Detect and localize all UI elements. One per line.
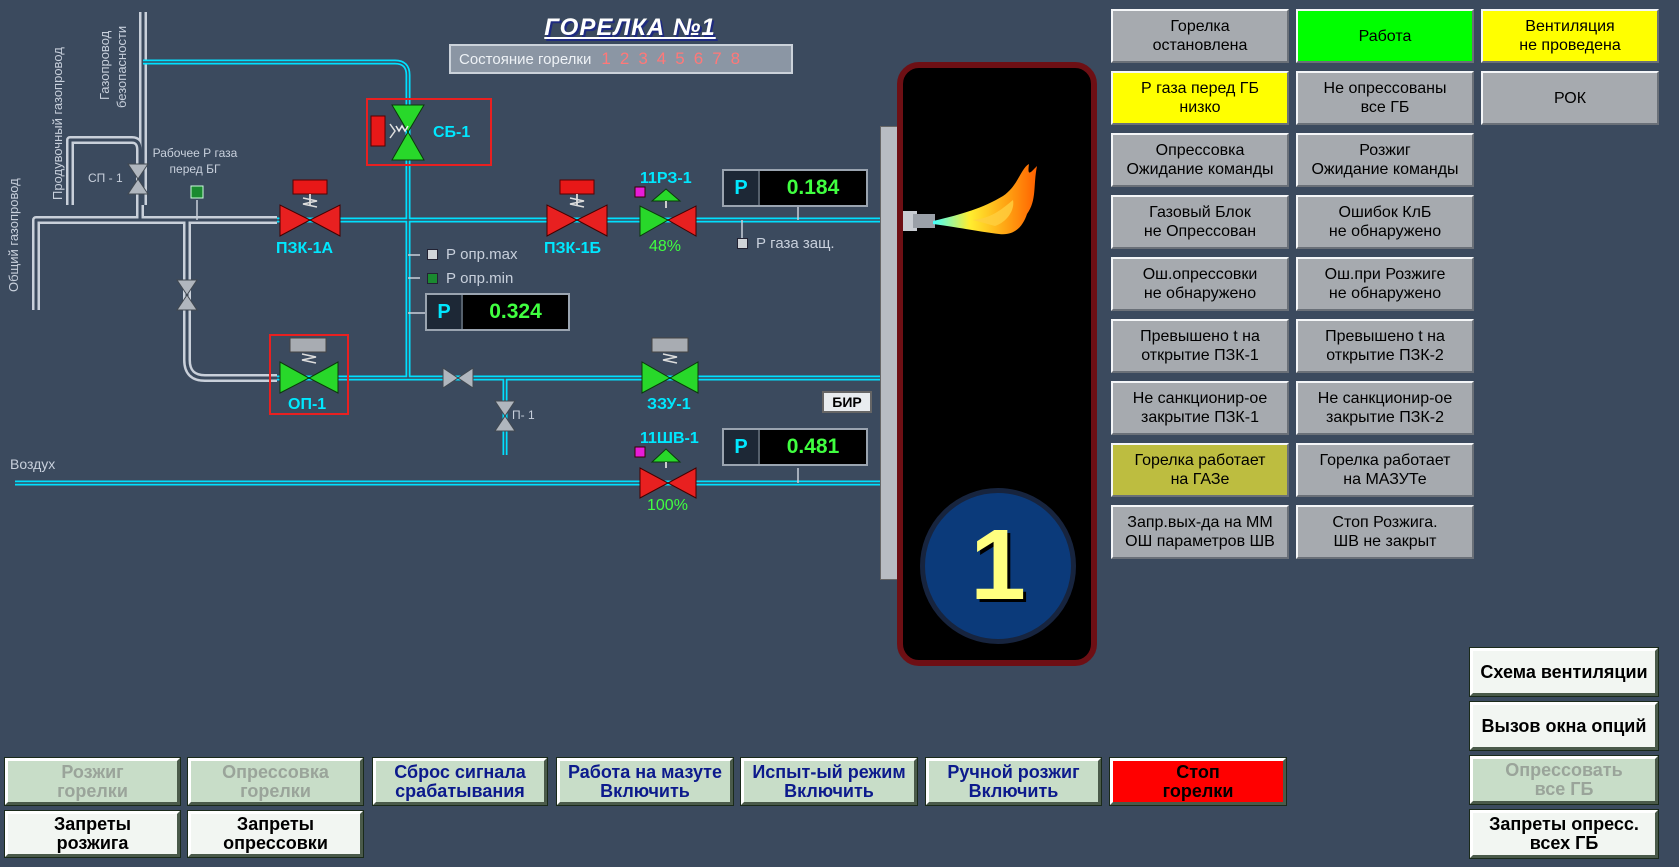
pressure-gauge-3-value: 0.481 [786, 435, 840, 458]
burner-state-bar: Состояние горелки 1 2 3 4 5 6 7 8 [449, 44, 793, 74]
flame-icon [903, 164, 1037, 235]
purge-gas-pipe-label: Продувочный газопровод [50, 47, 65, 200]
status-tile-11: Ош.опрессовки не обнаружено [1111, 257, 1289, 311]
test-mode-button[interactable]: Испыт-ый режим Включить [740, 757, 918, 806]
valve-zzu1-label[interactable]: ЗЗУ-1 [647, 396, 691, 413]
status-tile-6: РОК [1481, 71, 1659, 125]
indicator-p-max-lamp [427, 249, 438, 260]
sp1-label: СП - 1 [88, 171, 123, 185]
safety-gas-pipe-label-2: безопасности [114, 25, 129, 108]
valve-pzk1b-label[interactable]: ПЗК-1Б [544, 240, 602, 257]
work-pressure-label-2: перед БГ [169, 162, 221, 176]
pressure-gauge-3: P 0.481 [722, 428, 868, 466]
status-tile-9: Газовый Блок не Опрессован [1111, 195, 1289, 249]
ignite-burner-button[interactable]: Розжиг горелки [4, 757, 181, 806]
status-tile-17: Горелка работает на ГАЗе [1111, 443, 1289, 497]
status-tile-20: Стоп Розжига. ШВ не закрыт [1296, 505, 1474, 559]
pressure-gauge-2-value: 0.324 [489, 300, 542, 323]
status-tile-7: Опрессовка Ожидание команды [1111, 133, 1289, 187]
p1-label: П- 1 [512, 408, 535, 422]
valve-rz-label[interactable]: 11РЗ-1 [640, 170, 692, 187]
bir-button[interactable]: БИР [822, 391, 872, 413]
pressure-test-all-button[interactable]: Опрессовать все ГБ [1469, 755, 1659, 805]
burner-number-indicator: 1 [920, 488, 1076, 644]
indicator-p-gas-prot-label: Р газа защ. [756, 235, 835, 252]
valve-shv-percent: 100% [647, 497, 688, 514]
air-label: Воздух [10, 456, 56, 472]
state-step-2[interactable]: 2 [619, 49, 630, 68]
pressure-gauge-3-label: P [724, 430, 760, 464]
status-tile-8: Розжиг Ожидание команды [1296, 133, 1474, 187]
state-step-7[interactable]: 7 [712, 49, 722, 68]
burner-title: ГОРЕЛКА №1 [544, 14, 716, 41]
status-tile-2: Работа [1296, 9, 1474, 63]
valve-shv-label[interactable]: 11ШВ-1 [640, 430, 699, 447]
pressure-test-all-bans-button[interactable]: Запреты опресс. всех ГБ [1469, 809, 1659, 859]
status-tile-13: Превышено t на открытие ПЗК-1 [1111, 319, 1289, 373]
state-step-4[interactable]: 4 [656, 49, 667, 68]
status-tile-18: Горелка работает на МАЗУТе [1296, 443, 1474, 497]
pressure-gauge-1: P 0.184 [722, 169, 868, 207]
ignite-bans-button[interactable]: Запреты розжига [4, 810, 181, 858]
status-tile-1: Горелка остановлена [1111, 9, 1289, 63]
status-tile-15: Не санкционир-ое закрытие ПЗК-1 [1111, 381, 1289, 435]
indicator-p-gas-prot: Р газа защ. [737, 235, 835, 252]
state-step-8[interactable]: 8 [730, 49, 741, 68]
mazut-mode-button[interactable]: Работа на мазуте Включить [556, 757, 734, 806]
status-tile-5: Не опрессованы все ГБ [1296, 71, 1474, 125]
safety-gas-pipe-label-1: Газопровод [97, 30, 112, 100]
burner-state-label: Состояние горелки [459, 50, 592, 68]
status-tile-12: Ош.при Розжиге не обнаружено [1296, 257, 1474, 311]
indicator-p-min-lamp [427, 273, 438, 284]
work-pressure-label-1: Рабочее Р газа [152, 146, 238, 160]
status-tile-10: Ошибок КлБ не обнаружено [1296, 195, 1474, 249]
pressure-gauge-2: P 0.324 [425, 293, 570, 331]
pressure-test-bans-button[interactable]: Запреты опрессовки [187, 810, 364, 858]
pressure-gauge-1-label: P [724, 171, 760, 205]
manual-ignite-button[interactable]: Ручной розжиг Включить [925, 757, 1102, 806]
stop-burner-button[interactable]: Стоп горелки [1109, 757, 1287, 806]
valve-rz-percent: 48% [649, 238, 682, 255]
ventilation-scheme-button[interactable]: Схема вентиляции [1469, 647, 1659, 697]
pressure-gauge-2-label: P [427, 295, 463, 329]
common-gas-pipe-label: Общий газопровод [6, 178, 21, 292]
state-step-1[interactable]: 1 [601, 49, 611, 68]
pressure-gauge-1-value: 0.184 [786, 176, 840, 199]
indicator-p-min: Р опр.min [427, 270, 513, 287]
state-step-6[interactable]: 6 [693, 49, 704, 68]
valve-sb1-label[interactable]: СБ-1 [433, 124, 471, 141]
reset-signal-button[interactable]: Сброс сигнала срабатывания [372, 757, 548, 806]
status-tile-4: Р газа перед ГБ низко [1111, 71, 1289, 125]
options-window-button[interactable]: Вызов окна опций [1469, 701, 1659, 751]
state-step-3[interactable]: 3 [638, 49, 648, 68]
valve-pzk1a-label[interactable]: ПЗК-1А [276, 240, 334, 257]
indicator-p-gas-prot-lamp [737, 238, 748, 249]
indicator-p-max: Р опр.max [427, 246, 517, 263]
status-tile-14: Превышено t на открытие ПЗК-2 [1296, 319, 1474, 373]
valve-op1-label[interactable]: ОП-1 [288, 396, 327, 413]
state-step-5[interactable]: 5 [675, 49, 685, 68]
status-tile-16: Не санкционир-ое закрытие ПЗК-2 [1296, 381, 1474, 435]
status-tile-3: Вентиляция не проведена [1481, 9, 1659, 63]
indicator-p-min-label: Р опр.min [446, 270, 514, 287]
pressure-test-burner-button[interactable]: Опрессовка горелки [187, 757, 364, 806]
status-tile-19: Запр.вых-да на ММ ОШ параметров ШВ [1111, 505, 1289, 559]
indicator-p-max-label: Р опр.max [446, 246, 518, 263]
